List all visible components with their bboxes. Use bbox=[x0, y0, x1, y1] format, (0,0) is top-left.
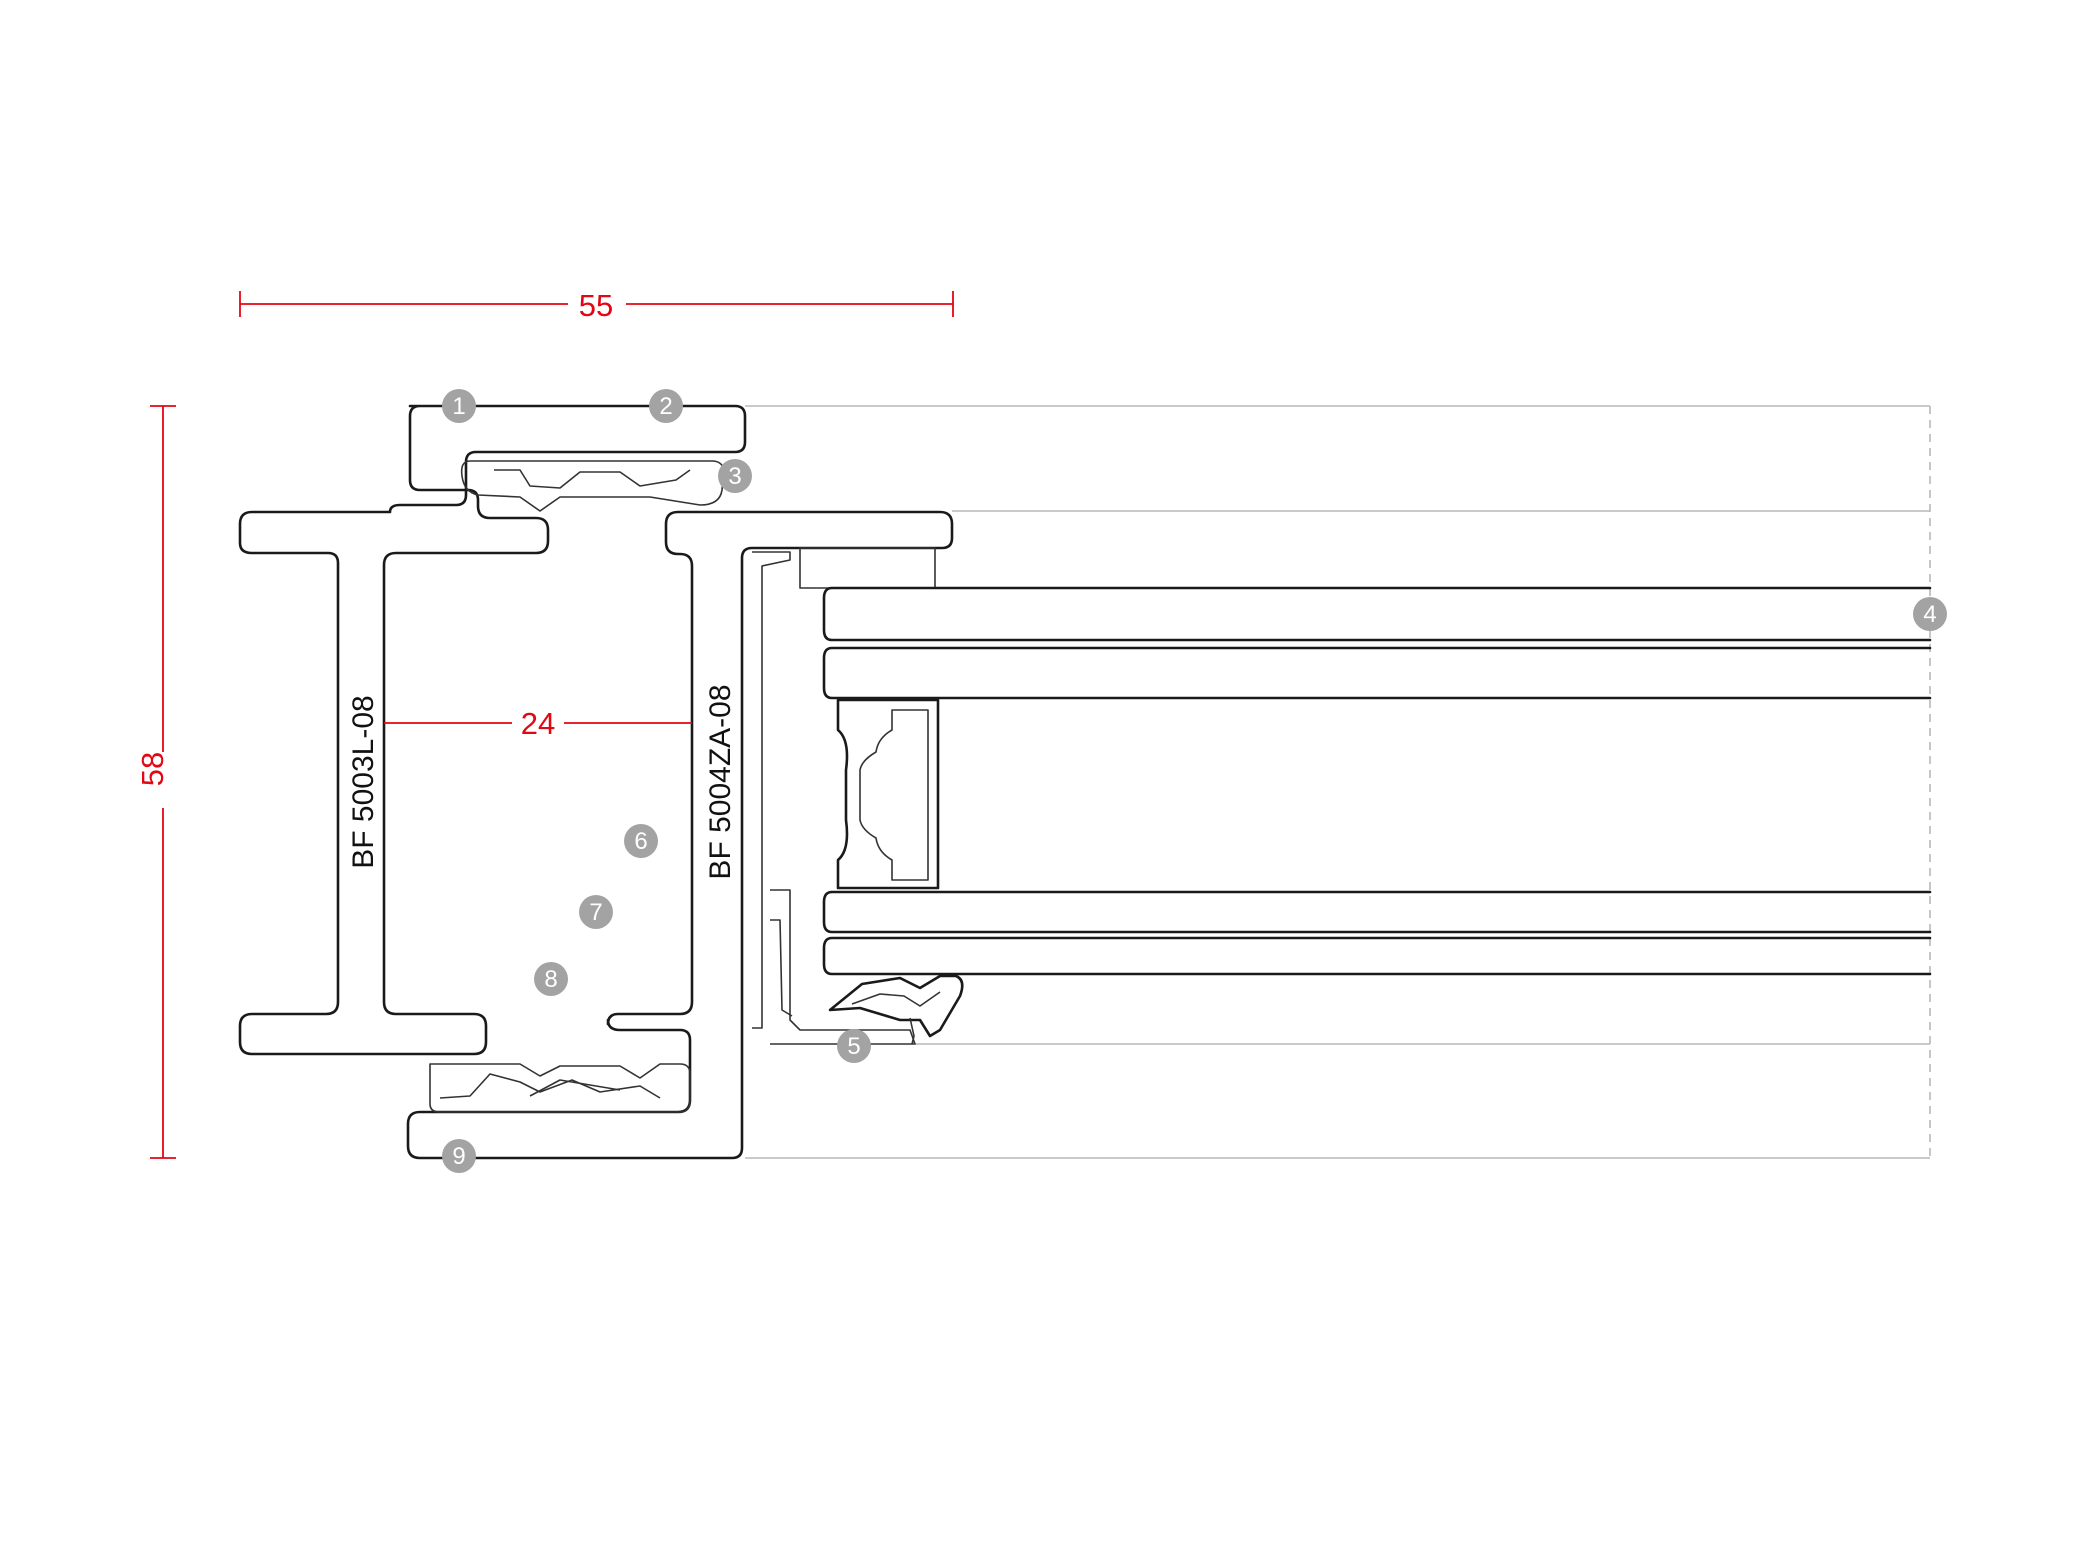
extent-lines bbox=[745, 405, 1931, 1159]
height-dimension: 58 bbox=[135, 405, 176, 1159]
svg-text:3: 3 bbox=[728, 463, 741, 490]
profile-code-left: BF 5003L-08 bbox=[347, 695, 380, 868]
svg-text:6: 6 bbox=[634, 828, 647, 855]
svg-text:4: 4 bbox=[1923, 601, 1936, 628]
profile-code-right: BF 5004ZA-08 bbox=[704, 684, 737, 879]
marker-4: 4 bbox=[1913, 597, 1947, 631]
marker-6: 6 bbox=[624, 824, 658, 858]
sash-profile-center bbox=[406, 510, 954, 1160]
inner-width-dimension-label: 24 bbox=[521, 706, 555, 741]
marker-9: 9 bbox=[442, 1139, 476, 1173]
svg-text:1: 1 bbox=[452, 393, 465, 420]
marker-1: 1 bbox=[442, 389, 476, 423]
svg-text:7: 7 bbox=[589, 899, 602, 926]
marker-7: 7 bbox=[579, 895, 613, 929]
height-dimension-label: 58 bbox=[135, 752, 170, 786]
width-dimension: 55 bbox=[239, 288, 954, 323]
marker-3: 3 bbox=[718, 459, 752, 493]
svg-text:5: 5 bbox=[847, 1033, 860, 1060]
glazing-bead bbox=[752, 547, 936, 1045]
frame-profile-left bbox=[238, 404, 747, 1056]
marker-8: 8 bbox=[534, 962, 568, 996]
svg-text:9: 9 bbox=[452, 1143, 465, 1170]
glass-unit bbox=[822, 586, 1932, 1045]
marker-2: 2 bbox=[649, 389, 683, 423]
svg-text:2: 2 bbox=[659, 393, 672, 420]
width-dimension-label: 55 bbox=[579, 288, 613, 323]
marker-5: 5 bbox=[837, 1029, 871, 1063]
svg-text:8: 8 bbox=[544, 966, 557, 993]
inner-width-dimension: 24 bbox=[384, 706, 692, 741]
